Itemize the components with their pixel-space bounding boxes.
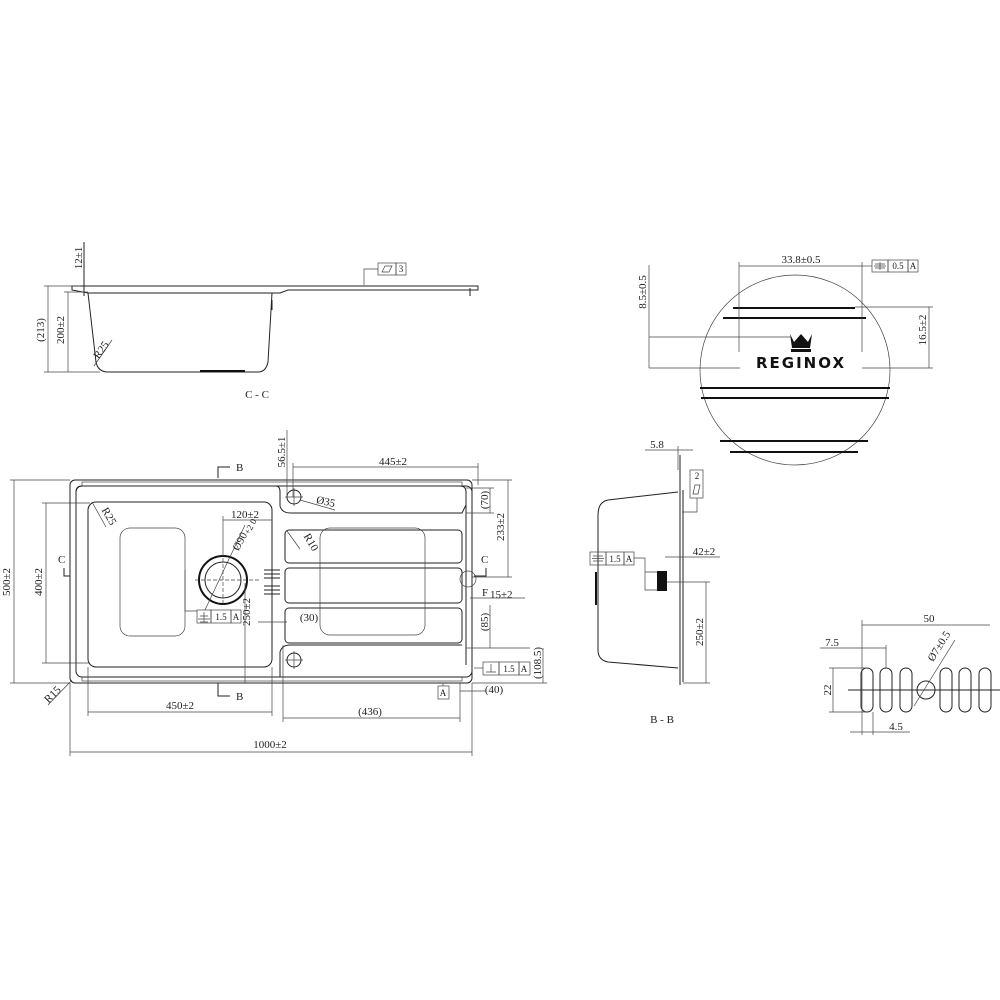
- cc-bowl: [87, 292, 273, 373]
- dim-corner-radius: R15: [42, 684, 64, 706]
- cc-dim-200: 200±2: [55, 316, 67, 344]
- dim-85: (85): [479, 613, 491, 632]
- drainer-rib: [284, 529, 463, 564]
- dim-logo-offset: 16.5±2: [917, 315, 929, 346]
- detail-circle: [699, 274, 891, 466]
- bb-dim-waste: 250±2: [694, 618, 706, 646]
- dim-rib-radius: R10: [301, 532, 321, 554]
- section-cc: (213) 200±2 12±1 R25 3 C - C: [35, 242, 479, 401]
- dim-30: (30): [300, 612, 319, 624]
- main-bowl: [87, 501, 273, 668]
- overflow-slots: [264, 569, 280, 595]
- tolerance-frame-perpendicularity: 1.5 A: [474, 661, 531, 676]
- section-mark-c-right: C: [481, 554, 488, 566]
- overflow-hole: [916, 680, 936, 700]
- dim-40: (40): [485, 684, 504, 696]
- dim-bowl-radius: R25: [99, 506, 119, 528]
- dim-70: (70): [479, 491, 491, 510]
- dim-overflow-width: 50: [924, 613, 936, 625]
- overflow-point: [459, 570, 477, 588]
- dim-436: (436): [358, 706, 382, 718]
- dim-233: 233±2: [495, 513, 507, 541]
- symmetry-icon: [874, 262, 886, 270]
- symmetry-icon: [198, 612, 210, 623]
- dim-108: (108.5): [532, 647, 544, 679]
- dim-overflow-gap: 4.5: [889, 721, 903, 733]
- drainer-recess: [319, 527, 426, 636]
- flatness-icon: [381, 265, 393, 273]
- svg-text:1.5: 1.5: [503, 664, 515, 674]
- bb-dim-rim: 5.8: [650, 439, 664, 451]
- overflow-detail: 50 7.5 22 4.5 Ø7±0.5: [820, 613, 1000, 735]
- bowl-recess: [119, 527, 186, 637]
- crown-icon: [790, 334, 812, 348]
- bb-dim-overflow: 42±2: [693, 546, 716, 558]
- dim-waste-front: 250±2: [241, 598, 253, 626]
- bb-bowl: [597, 491, 679, 669]
- cc-rim: [71, 285, 479, 294]
- svg-text:1.5: 1.5: [215, 612, 227, 622]
- svg-text:A: A: [233, 612, 240, 622]
- cc-flatness-box: [377, 262, 397, 276]
- overflow-label: F: [482, 587, 488, 599]
- svg-text:A: A: [440, 688, 447, 698]
- flatness-icon: [692, 484, 701, 495]
- svg-text:1.5: 1.5: [609, 554, 621, 564]
- cc-label: C - C: [245, 389, 269, 401]
- svg-text:2: 2: [695, 471, 700, 481]
- bb-label: B - B: [650, 714, 674, 726]
- bb-overflow: [657, 571, 667, 591]
- drainer-rib: [284, 567, 463, 604]
- cc-flatness-value: 3: [399, 264, 404, 274]
- dim-bowl-length: 400±2: [33, 568, 45, 596]
- dim-overflow-offset: 15±2: [490, 589, 513, 601]
- svg-text:A: A: [521, 664, 528, 674]
- section-mark-b-top: B: [236, 462, 243, 474]
- section-mark-c-left: C: [58, 554, 65, 566]
- dim-waste-offset: 120±2: [231, 509, 259, 521]
- cc-radius: R25: [91, 339, 112, 361]
- svg-text:A: A: [626, 554, 633, 564]
- section-mark-b-bottom: B: [236, 691, 243, 703]
- dim-logo-width: 33.8±0.5: [781, 254, 821, 266]
- overflow-slot: [978, 667, 992, 713]
- dim-overall-length: 1000±2: [253, 739, 287, 751]
- cc-dim-213: (213): [35, 318, 47, 342]
- perpendicularity-icon: [486, 664, 496, 673]
- overflow-slot: [958, 667, 972, 713]
- brand-logo: REGINOX: [756, 354, 846, 372]
- dim-drainer-width: 445±2: [379, 456, 407, 468]
- svg-text:0.5: 0.5: [892, 261, 904, 271]
- svg-text:A: A: [910, 261, 917, 271]
- bb-flatness-box: [689, 469, 704, 499]
- logo-detail: REGINOX 33.8±0.5 0.5 A 8.5±0.5 16.5±2: [637, 254, 933, 466]
- section-bb: 5.8 2 42±2 250±2 1.5 A B - B: [589, 439, 720, 726]
- datum-a: [437, 685, 450, 700]
- tolerance-frame-symmetry: 1.5 A: [184, 570, 242, 624]
- dim-bowl-width: 450±2: [166, 700, 194, 712]
- dim-overflow-height: 22: [822, 685, 834, 696]
- plan-view: B B C C 500±2 400±2 1000±2 450±2 (436) (…: [1, 430, 547, 756]
- dim-tap-offset: 56.5±1: [276, 437, 288, 468]
- overflow-slot: [899, 667, 913, 713]
- symmetry-icon: [592, 555, 604, 562]
- dim-logo-height: 8.5±0.5: [637, 275, 649, 309]
- outer-rim: [69, 479, 473, 684]
- dim-overall-width: 500±2: [1, 568, 13, 596]
- overflow-slot: [939, 667, 953, 713]
- top-deck: [75, 485, 467, 514]
- cc-dim-12: 12±1: [73, 247, 85, 270]
- dim-overflow-hole: Ø7±0.5: [926, 629, 954, 664]
- dim-overflow-pitch: 7.5: [825, 637, 839, 649]
- drainer-rib: [284, 607, 463, 644]
- inner-rim: [75, 485, 473, 678]
- dim-tap-dia: Ø35: [315, 494, 337, 510]
